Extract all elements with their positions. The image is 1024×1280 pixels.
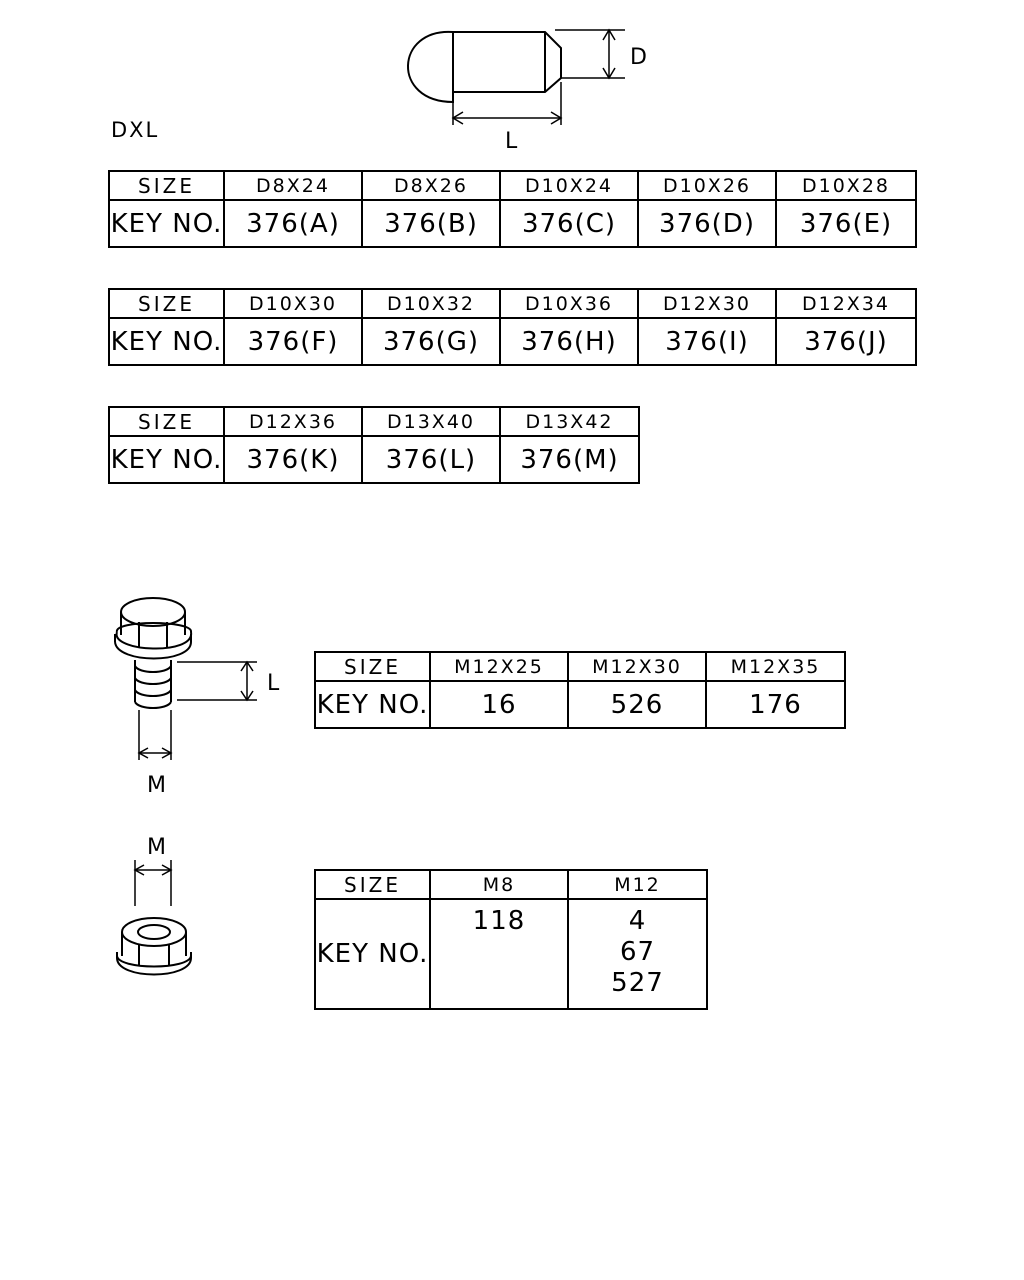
size-row: SIZE M8 M12: [314, 869, 708, 900]
size-cell: D10X30: [223, 288, 363, 319]
pin-shank: [453, 31, 562, 93]
size-row: SIZE D8X24 D8X26 D10X24 D10X26 D10X28: [108, 170, 917, 201]
nut-bore: [137, 924, 171, 940]
key-cell: 376(A): [223, 199, 363, 248]
size-cell: D10X26: [637, 170, 777, 201]
key-value: 118: [472, 906, 526, 936]
pin-head: [407, 30, 454, 104]
key-cell: 376(M): [499, 435, 640, 484]
bolt-dim-m-label: M: [147, 773, 166, 798]
key-cell: 376(I): [637, 317, 777, 366]
size-row-label: SIZE: [314, 651, 431, 682]
size-cell: M12X35: [705, 651, 846, 682]
key-cell: 376(G): [361, 317, 501, 366]
key-cell: 376(C): [499, 199, 639, 248]
nut-size-table: SIZE M8 M12 KEY NO. 118 4 67 527: [314, 869, 708, 1010]
size-row: SIZE D12X36 D13X40 D13X42: [108, 406, 640, 437]
size-row-label: SIZE: [108, 406, 225, 437]
nut-dim-m-label: M: [147, 835, 166, 860]
size-cell: D12X30: [637, 288, 777, 319]
size-cell: D12X34: [775, 288, 917, 319]
pin-size-table-2: SIZE D10X30 D10X32 D10X36 D12X30 D12X34 …: [108, 288, 917, 366]
key-cell: 376(E): [775, 199, 917, 248]
bolt-head-top: [120, 597, 186, 627]
pin-size-table-1: SIZE D8X24 D8X26 D10X24 D10X26 D10X28 KE…: [108, 170, 917, 248]
key-cell: 376(J): [775, 317, 917, 366]
size-cell: D10X36: [499, 288, 639, 319]
bolt-dim-l-label: L: [267, 671, 280, 696]
bolt-size-table: SIZE M12X25 M12X30 M12X35 KEY NO. 16 526…: [314, 651, 846, 729]
bolt-thread: [134, 665, 172, 709]
size-row: SIZE D10X30 D10X32 D10X36 D12X30 D12X34: [108, 288, 917, 319]
key-row: KEY NO. 376(A) 376(B) 376(C) 376(D) 376(…: [108, 199, 917, 248]
key-row: KEY NO. 118 4 67 527: [314, 898, 708, 1010]
key-row-label: KEY NO.: [108, 317, 225, 366]
key-cell: 376(H): [499, 317, 639, 366]
size-cell: D12X36: [223, 406, 363, 437]
pin-drawing: D L: [407, 28, 647, 154]
key-cell: 118: [429, 898, 569, 1010]
key-cell: 376(K): [223, 435, 363, 484]
key-cell: 4 67 527: [567, 898, 708, 1010]
size-cell: D13X40: [361, 406, 501, 437]
key-cell: 376(B): [361, 199, 501, 248]
size-row-label: SIZE: [108, 288, 225, 319]
key-row-label: KEY NO.: [314, 680, 431, 729]
pin-size-table-3: SIZE D12X36 D13X40 D13X42 KEY NO. 376(K)…: [108, 406, 640, 484]
size-cell: M12X30: [567, 651, 707, 682]
key-value: 67: [619, 937, 656, 967]
bolt-flange: [114, 622, 193, 660]
size-cell: M12: [567, 869, 708, 900]
size-cell: D10X28: [775, 170, 917, 201]
key-value: 4: [628, 906, 647, 936]
pin-dim-d-label: D: [630, 45, 647, 70]
size-cell: M12X25: [429, 651, 569, 682]
size-cell: D13X42: [499, 406, 640, 437]
key-cell: 526: [567, 680, 707, 729]
key-row: KEY NO. 376(F) 376(G) 376(H) 376(I) 376(…: [108, 317, 917, 366]
key-row: KEY NO. 376(K) 376(L) 376(M): [108, 435, 640, 484]
size-row-label: SIZE: [314, 869, 431, 900]
size-cell: D10X24: [499, 170, 639, 201]
pin-caption: DXL: [111, 118, 160, 142]
key-row-label: KEY NO.: [108, 435, 225, 484]
size-cell: M8: [429, 869, 569, 900]
pin-dim-l-label: L: [505, 129, 518, 154]
size-cell: D8X26: [361, 170, 501, 201]
key-cell: 16: [429, 680, 569, 729]
flange-bolt-drawing: L M: [114, 597, 280, 798]
key-row-label: KEY NO.: [314, 898, 431, 1010]
key-cell: 376(L): [361, 435, 501, 484]
key-cell: 376(D): [637, 199, 777, 248]
key-row-label: KEY NO.: [108, 199, 225, 248]
key-cell: 376(F): [223, 317, 363, 366]
size-cell: D10X32: [361, 288, 501, 319]
key-value: 527: [611, 968, 664, 998]
nut-top: [121, 917, 187, 947]
size-row: SIZE M12X25 M12X30 M12X35: [314, 651, 846, 682]
key-cell: 176: [705, 680, 846, 729]
size-row-label: SIZE: [108, 170, 225, 201]
key-row: KEY NO. 16 526 176: [314, 680, 846, 729]
size-cell: D8X24: [223, 170, 363, 201]
flange-nut-drawing: M: [116, 835, 192, 976]
nut-flange: [116, 952, 192, 976]
